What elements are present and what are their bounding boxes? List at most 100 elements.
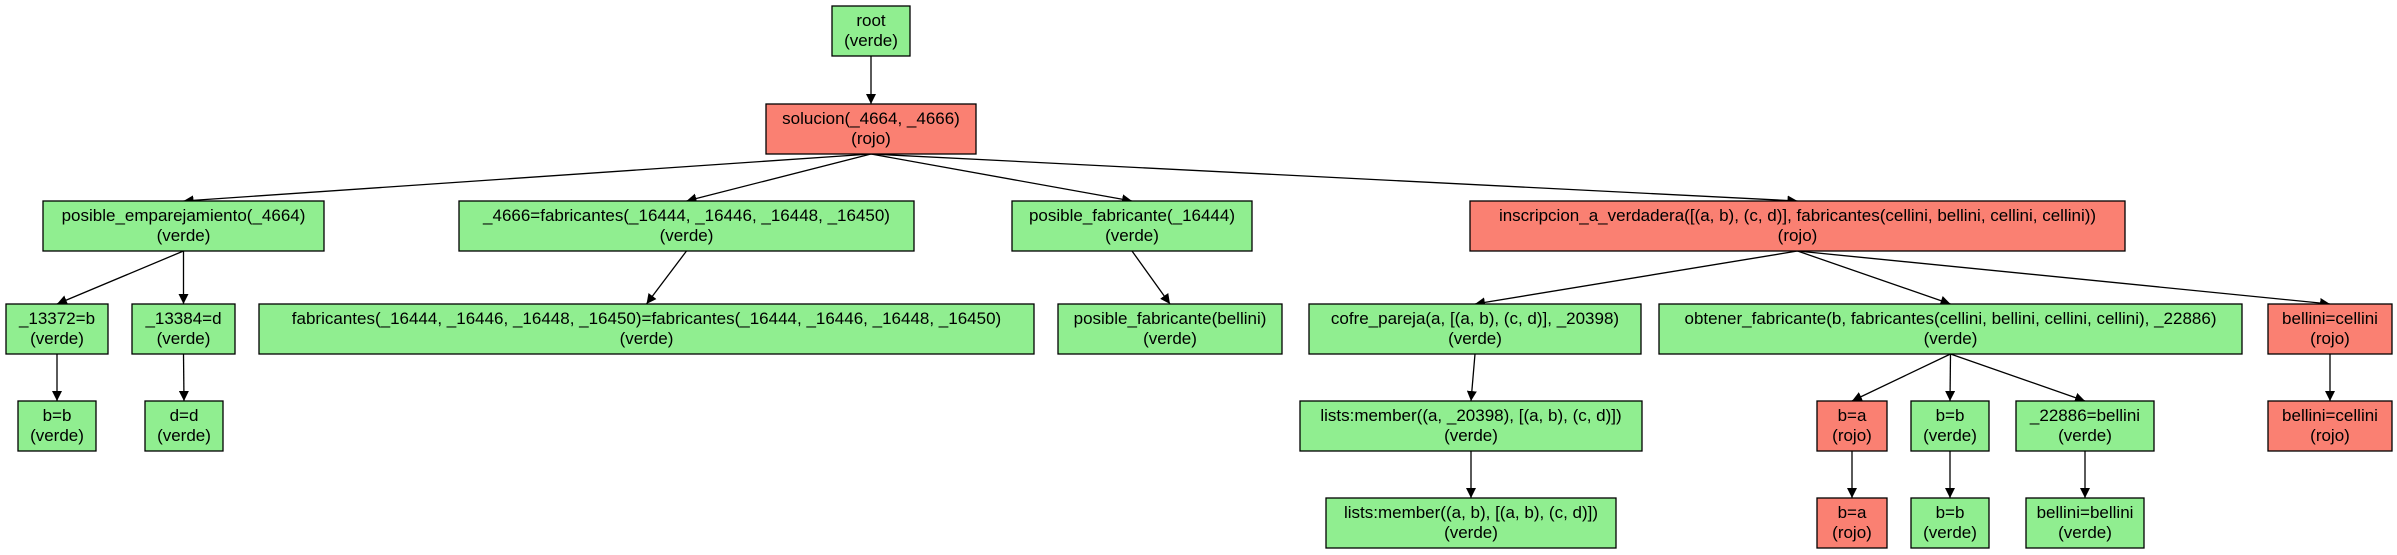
node-box-rojo [2267, 400, 2393, 452]
node-bb2: b=b(verde) [1910, 400, 1990, 452]
node-box-rojo [1816, 400, 1888, 452]
node-member1: lists:member((a, _20398), [(a, b), (c, d… [1299, 400, 1643, 452]
node-status-label: (verde) [30, 426, 84, 445]
node-box-verde [1308, 303, 1642, 355]
node-eq22886: _22886=bellini(verde) [2015, 400, 2155, 452]
node-goal-label: _22886=bellini [2029, 406, 2140, 425]
node-status-label: (verde) [157, 426, 211, 445]
node-goal-label: b=a [1838, 503, 1867, 522]
node-status-label: (verde) [2058, 523, 2112, 542]
node-goal-label: bellini=cellini [2282, 406, 2378, 425]
edge-solucion-to-posfab [870, 153, 1133, 205]
node-goal-label: _4666=fabricantes(_16444, _16446, _16448… [482, 206, 890, 225]
node-posfab: posible_fabricante(_16444)(verde) [1011, 200, 1253, 252]
edge-solucion-to-eq4666 [686, 153, 872, 204]
node-posemp: posible_emparejamiento(_4664)(verde) [42, 200, 325, 252]
node-inscr: inscripcion_a_verdadera([(a, b), (c, d)]… [1469, 200, 2126, 252]
node-goal-label: b=b [1936, 406, 1965, 425]
node-status-label: (verde) [1444, 523, 1498, 542]
edge-obtener-to-ba1 [1851, 353, 1951, 402]
node-status-label: (verde) [1448, 329, 1502, 348]
edge-obtener-to-eq22886 [1950, 353, 2086, 403]
nodes-layer: root(verde)solucion(_4664, _4666)(rojo)p… [5, 5, 2393, 549]
node-bellcel1: bellini=cellini(rojo) [2267, 303, 2393, 355]
node-goal-label: solucion(_4664, _4666) [782, 109, 960, 128]
node-goal-label: b=b [43, 406, 72, 425]
node-goal-label: inscripcion_a_verdadera([(a, b), (c, d)]… [1499, 206, 2096, 225]
node-status-label: (verde) [1924, 329, 1978, 348]
node-box-verde [458, 200, 915, 252]
node-status-label: (verde) [1923, 523, 1977, 542]
node-status-label: (rojo) [1778, 226, 1818, 245]
node-status-label: (verde) [660, 226, 714, 245]
node-status-label: (rojo) [2310, 426, 2350, 445]
node-goal-label: _13384=d [144, 309, 221, 328]
node-box-verde [2015, 400, 2155, 452]
node-member2: lists:member((a, b), [(a, b), (c, d)])(v… [1325, 497, 1617, 549]
node-box-verde [42, 200, 325, 252]
node-goal-label: b=b [1936, 503, 1965, 522]
node-status-label: (verde) [157, 329, 211, 348]
node-goal-label: posible_fabricante(bellini) [1074, 309, 1267, 328]
node-goal-label: _13372=b [18, 309, 95, 328]
edge-inscr-to-bellcel1 [1797, 250, 2331, 308]
node-goal-label: b=a [1838, 406, 1867, 425]
edge-solucion-to-posemp [183, 153, 872, 206]
edge-cofre-to-member1 [1466, 353, 1477, 402]
node-eq4666: _4666=fabricantes(_16444, _16446, _16448… [458, 200, 915, 252]
edge-posfab-to-posfabb [1131, 250, 1171, 305]
node-status-label: (verde) [2058, 426, 2112, 445]
node-bellcel2: bellini=cellini(rojo) [2267, 400, 2393, 452]
node-box-verde [5, 303, 109, 355]
node-status-label: (verde) [30, 329, 84, 348]
node-box-verde [17, 400, 97, 452]
node-eq13384: _13384=d(verde) [131, 303, 236, 355]
edge-posemp-to-eq13372 [56, 250, 184, 305]
node-box-verde [144, 400, 224, 452]
node-bb3: b=b(verde) [1910, 497, 1990, 549]
node-status-label: (rojo) [851, 129, 891, 148]
node-status-label: (verde) [1143, 329, 1197, 348]
node-goal-label: bellini=bellini [2037, 503, 2134, 522]
node-goal-label: posible_fabricante(_16444) [1029, 206, 1235, 225]
node-status-label: (verde) [620, 329, 674, 348]
node-goal-label: cofre_pareja(a, [(a, b), (c, d)], _20398… [1331, 309, 1619, 328]
edge-solucion-to-inscr [870, 153, 1798, 206]
edge-obtener-to-bb2 [1945, 353, 1956, 402]
node-box-verde [1299, 400, 1643, 452]
node-bellbell: bellini=bellini(verde) [2025, 497, 2145, 549]
node-bb1: b=b(verde) [17, 400, 97, 452]
node-status-label: (rojo) [2310, 329, 2350, 348]
node-goal-label: posible_emparejamiento(_4664) [62, 206, 306, 225]
node-dd: d=d(verde) [144, 400, 224, 452]
node-goal-label: d=d [170, 406, 199, 425]
node-box-verde [1658, 303, 2243, 355]
node-box-verde [1325, 497, 1617, 549]
node-cofre: cofre_pareja(a, [(a, b), (c, d)], _20398… [1308, 303, 1642, 355]
edge-inscr-to-obtener [1797, 250, 1951, 306]
node-status-label: (verde) [1105, 226, 1159, 245]
node-root: root(verde) [831, 5, 911, 57]
node-box-rojo [765, 103, 977, 155]
node-fabeq: fabricantes(_16444, _16446, _16448, _164… [258, 303, 1035, 355]
edge-eq4666-to-fabeq [645, 250, 688, 305]
node-status-label: (verde) [844, 31, 898, 50]
node-posfabb: posible_fabricante(bellini)(verde) [1057, 303, 1283, 355]
node-box-verde [2025, 497, 2145, 549]
node-box-verde [1910, 497, 1990, 549]
node-ba2: b=a(rojo) [1816, 497, 1888, 549]
node-solucion: solucion(_4664, _4666)(rojo) [765, 103, 977, 155]
node-box-rojo [1469, 200, 2126, 252]
node-goal-label: lists:member((a, b), [(a, b), (c, d)]) [1344, 503, 1598, 522]
node-status-label: (rojo) [1832, 523, 1872, 542]
node-goal-label: lists:member((a, _20398), [(a, b), (c, d… [1320, 406, 1621, 425]
edges-layer [52, 56, 2335, 498]
node-goal-label: root [856, 11, 886, 30]
node-box-verde [1011, 200, 1253, 252]
node-box-verde [131, 303, 236, 355]
node-box-rojo [2267, 303, 2393, 355]
node-box-rojo [1816, 497, 1888, 549]
node-ba1: b=a(rojo) [1816, 400, 1888, 452]
node-status-label: (verde) [157, 226, 211, 245]
